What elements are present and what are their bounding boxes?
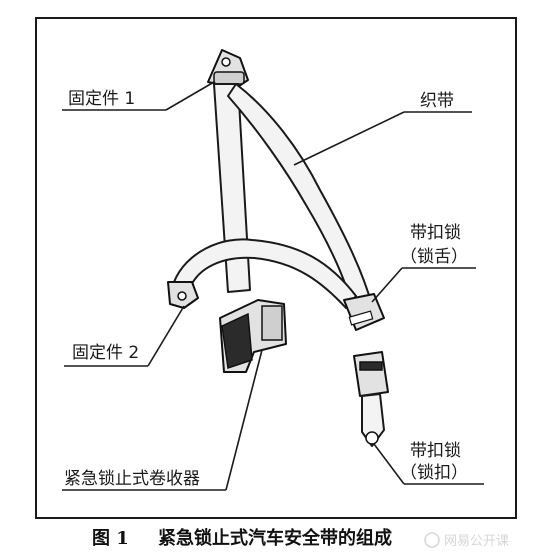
label-buckle-line1: 带扣锁 — [410, 441, 461, 461]
caption-title: 紧急锁止式汽车安全带的组成 — [158, 527, 392, 549]
figure-frame — [35, 17, 517, 519]
label-buckle-line2: （锁扣） — [400, 463, 468, 483]
label-retractor: 紧急锁止式卷收器 — [64, 469, 200, 489]
watermark: 网易公开课 — [424, 532, 509, 549]
seatbelt-illustration — [167, 49, 389, 447]
watermark-logo-icon — [424, 532, 440, 548]
caption-figure-number: 图 1 — [92, 528, 129, 549]
label-anchor1: 固定件 1 — [68, 89, 135, 109]
label-webbing: 织带 — [420, 91, 454, 111]
watermark-text: 网易公开课 — [444, 534, 509, 549]
label-tongue-line2: （锁舌） — [400, 247, 468, 267]
label-anchor2: 固定件 2 — [72, 343, 139, 363]
label-tongue-line1: 带扣锁 — [410, 223, 461, 243]
